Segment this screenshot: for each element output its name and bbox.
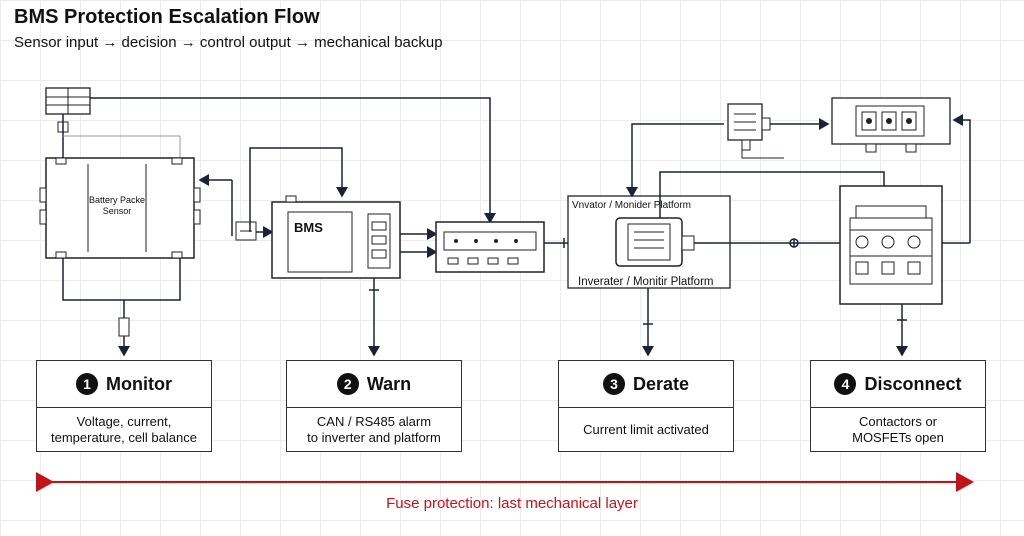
bms-unit: BMS xyxy=(271,195,401,279)
stage-disconnect: 4 Disconnect Contactors or MOSFETs open xyxy=(810,360,986,452)
page-subtitle: Sensor input → decision → control output… xyxy=(14,34,443,51)
stage-warn: 2 Warn CAN / RS485 alarm to inverter and… xyxy=(286,360,462,452)
bms-label: BMS xyxy=(294,220,323,235)
stage-monitor-header: 1 Monitor xyxy=(37,361,211,408)
stage-description: Current limit activated xyxy=(583,422,709,437)
stage-description: Contactors or MOSFETs open xyxy=(852,414,944,445)
stage-number-badge: 1 xyxy=(76,373,98,395)
stage-title: Monitor xyxy=(106,373,172,394)
inverter-platform: Vnvator / Monider Platform Inverater / M… xyxy=(567,195,731,289)
stage-number-badge: 4 xyxy=(834,373,857,395)
battery-pack: Battery Packe Sensor xyxy=(39,157,201,259)
contactor-header xyxy=(831,97,951,153)
inverter-label-bottom: Inverater / Monitir Platform xyxy=(578,276,713,288)
contactor-switch xyxy=(839,185,943,305)
sensor-module xyxy=(45,87,91,133)
control-relay xyxy=(727,103,771,151)
stage-number-badge: 2 xyxy=(336,373,359,395)
stage-title: Disconnect xyxy=(864,373,962,394)
shunt-sensor xyxy=(235,221,257,241)
stage-description: Voltage, current, temperature, cell bala… xyxy=(51,414,197,445)
battery-label-line2: Sensor xyxy=(103,206,132,216)
stage-disconnect-header: 4 Disconnect xyxy=(811,361,985,408)
stage-monitor: 1 Monitor Voltage, current, temperature,… xyxy=(36,360,212,452)
stage-number-badge: 3 xyxy=(602,373,625,395)
stage-derate: 3 Derate Current limit activated xyxy=(558,360,734,452)
switch-output-line xyxy=(896,304,908,357)
bms-lines xyxy=(249,147,438,357)
communication-module xyxy=(435,221,545,273)
stage-title: Derate xyxy=(632,373,690,394)
stage-description: CAN / RS485 alarm to inverter and platfo… xyxy=(307,414,441,445)
sensor-lines xyxy=(62,97,496,224)
stage-title: Warn xyxy=(366,373,412,394)
page-title: BMS Protection Escalation Flow xyxy=(14,6,320,28)
stage-derate-header: 3 Derate xyxy=(559,361,733,408)
fuse-protection-label: Fuse protection: last mechanical layer xyxy=(386,495,638,512)
battery-label-line1: Battery Packe xyxy=(89,195,145,205)
inverter-label-top: Vnvator / Monider Platform xyxy=(572,200,691,211)
stage-warn-header: 2 Warn xyxy=(287,361,461,408)
fuse-block xyxy=(118,317,130,337)
